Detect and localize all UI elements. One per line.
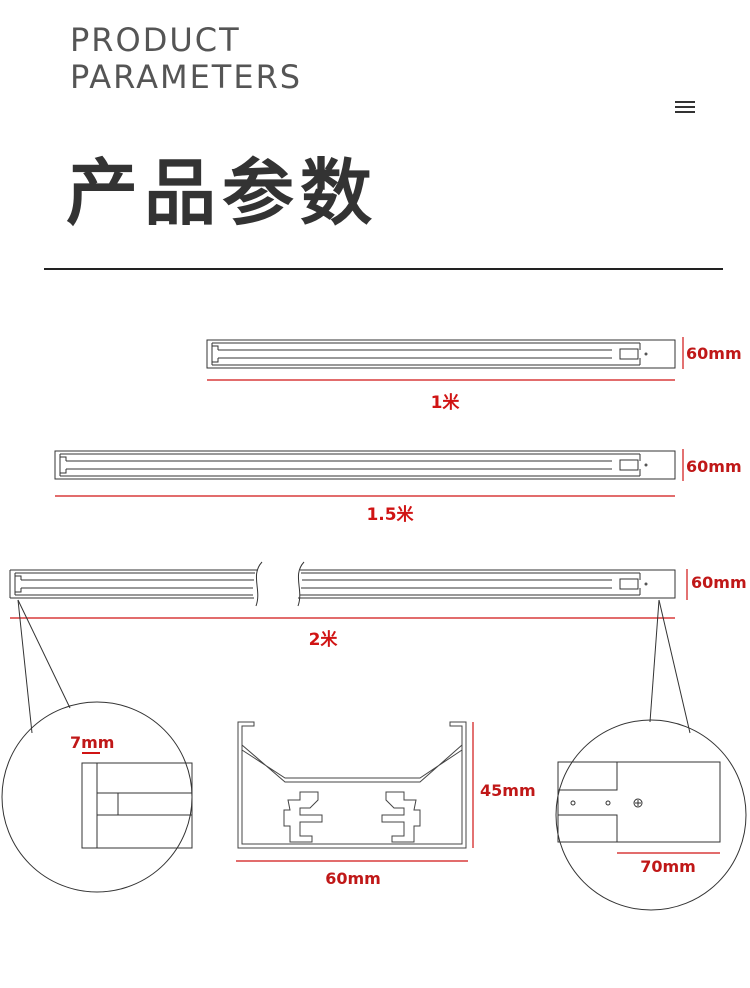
profile-1-5m-screw [644,463,648,467]
profile-1m-outline [206,339,676,369]
left-zoom-leader-1 [17,599,71,709]
profile-2m-left-segment [9,569,258,599]
profile-2m-endcap [619,578,639,590]
height-label-1-5m: 60mm [686,457,742,476]
profile-1-5m-outline [54,450,676,480]
right-zoom-leader-1 [649,599,660,723]
profile-1m-screw [644,352,648,356]
profile-2m-screw [644,582,648,586]
cross-section-left-channel [283,791,323,843]
right-zoom-profile-end [558,762,618,842]
cross-section-inner-v [241,744,463,783]
right-zoom-leader-2 [658,599,691,734]
profile-2m [9,561,676,607]
menu-bar-bottom [675,111,695,113]
title-line-parameters: PARAMETERS [70,58,303,96]
menu-bar-top [675,101,695,103]
title-line-product: PRODUCT [70,21,241,59]
profile-1-5m [54,450,676,480]
chinese-title: 产品参数 [66,151,379,235]
height-label-2m: 60mm [691,573,747,592]
profile-2m-right-segment [298,569,676,599]
profile-1m [206,339,676,369]
cross-section-width-label: 60mm [325,869,381,888]
cross-section-outer-shell [237,721,467,849]
profile-1m-endcap [619,348,639,360]
profile-2m-break-right [297,561,305,607]
profile-1-5m-endcap [619,459,639,471]
right-zoom-screw [633,798,643,808]
right-zoom-hole-1 [570,800,576,806]
cross-section-right-channel [381,791,421,843]
right-zoom-circle [555,719,747,911]
profile-1-5m-rail [59,453,641,477]
right-zoom-detail [555,599,747,911]
menu-bar-middle [675,106,695,108]
length-label-1m: 1米 [431,392,461,413]
title-divider [44,268,723,270]
left-zoom-leader-2 [17,599,33,734]
left-zoom-frame [81,762,193,849]
right-zoom-frame [557,761,721,843]
profile-2m-break-left [255,561,263,607]
profile-1m-rail [211,342,641,366]
hamburger-menu-icon[interactable] [674,98,696,118]
cross-section-height-label: 45mm [480,781,536,800]
left-zoom-profile-end [96,763,192,848]
cross-section [237,721,467,849]
right-zoom-label: 70mm [640,857,696,876]
right-zoom-hole-2 [605,800,611,806]
right-zoom-screw-cross [635,800,641,806]
english-title: PRODUCT PARAMETERS [70,22,302,96]
left-zoom-label: 7mm [70,733,114,752]
left-zoom-detail [1,599,193,893]
length-label-2m: 2米 [309,629,339,650]
length-label-1-5m: 1.5米 [366,504,414,525]
height-label-1m: 60mm [686,344,742,363]
